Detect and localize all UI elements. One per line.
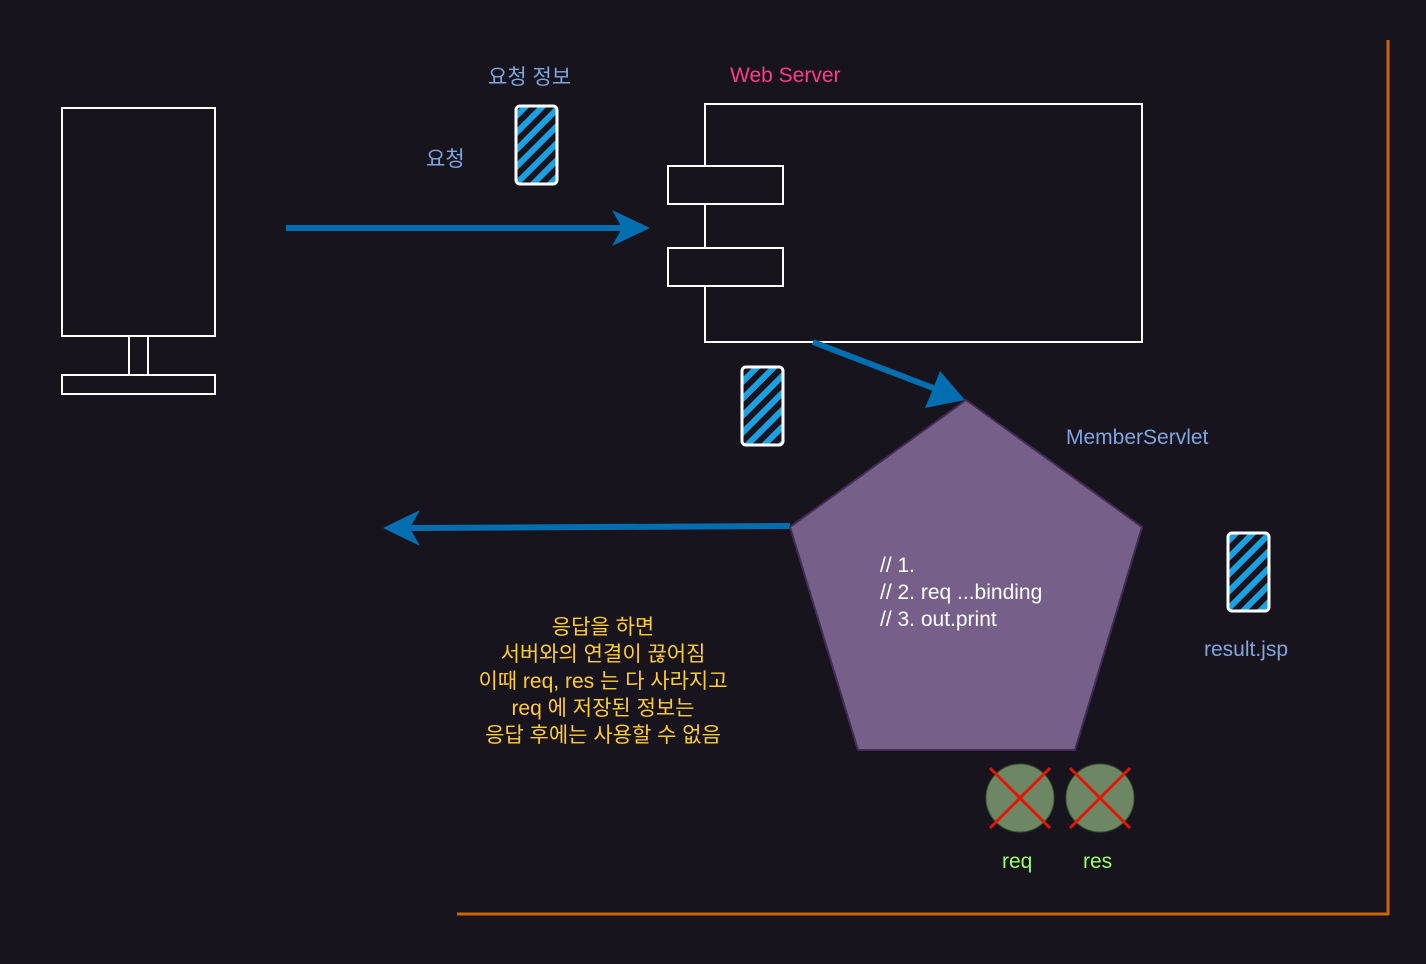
result-jsp-data-icon bbox=[1226, 531, 1271, 613]
request-label: 요청 bbox=[426, 148, 465, 171]
req-object-icon bbox=[985, 763, 1055, 833]
web-server-label: Web Server bbox=[730, 64, 841, 87]
servlet-code-line: // 1. bbox=[880, 554, 916, 577]
note-line: req 에 저장된 정보는 bbox=[511, 697, 695, 720]
boundary-frame bbox=[457, 40, 1390, 916]
web-server-component bbox=[667, 103, 1143, 343]
res-object-icon bbox=[1065, 763, 1135, 833]
request-info-label: 요청 정보 bbox=[488, 66, 572, 89]
note-line: 응답을 하면 bbox=[551, 616, 655, 639]
response-note: 응답을 하면 서버와의 연결이 끊어짐 이때 req, res 는 다 사라지고… bbox=[423, 614, 783, 749]
servlet-code-line: // 3. out.print bbox=[880, 608, 997, 631]
result-jsp-label: result.jsp bbox=[1204, 638, 1289, 661]
note-line: 이때 req, res 는 다 사라지고 bbox=[478, 670, 728, 693]
request-data-icon-2 bbox=[740, 365, 785, 447]
member-servlet-label: MemberServlet bbox=[1066, 426, 1209, 449]
note-line: 서버와의 연결이 끊어짐 bbox=[500, 643, 706, 666]
dispatch-arrow bbox=[811, 339, 965, 408]
res-object-label: res bbox=[1083, 850, 1113, 873]
note-line: 응답 후에는 사용할 수 없음 bbox=[485, 724, 721, 747]
member-servlet-shape bbox=[788, 398, 1144, 751]
req-object-label: req bbox=[1002, 850, 1033, 873]
request-data-icon bbox=[514, 104, 559, 186]
servlet-code-block: // 1. // 2. req ...binding // 3. out.pri… bbox=[880, 552, 1042, 633]
client-computer-icon bbox=[61, 107, 216, 395]
response-arrow bbox=[383, 510, 791, 546]
servlet-code-line: // 2. req ...binding bbox=[880, 581, 1043, 604]
request-arrow bbox=[286, 210, 650, 246]
